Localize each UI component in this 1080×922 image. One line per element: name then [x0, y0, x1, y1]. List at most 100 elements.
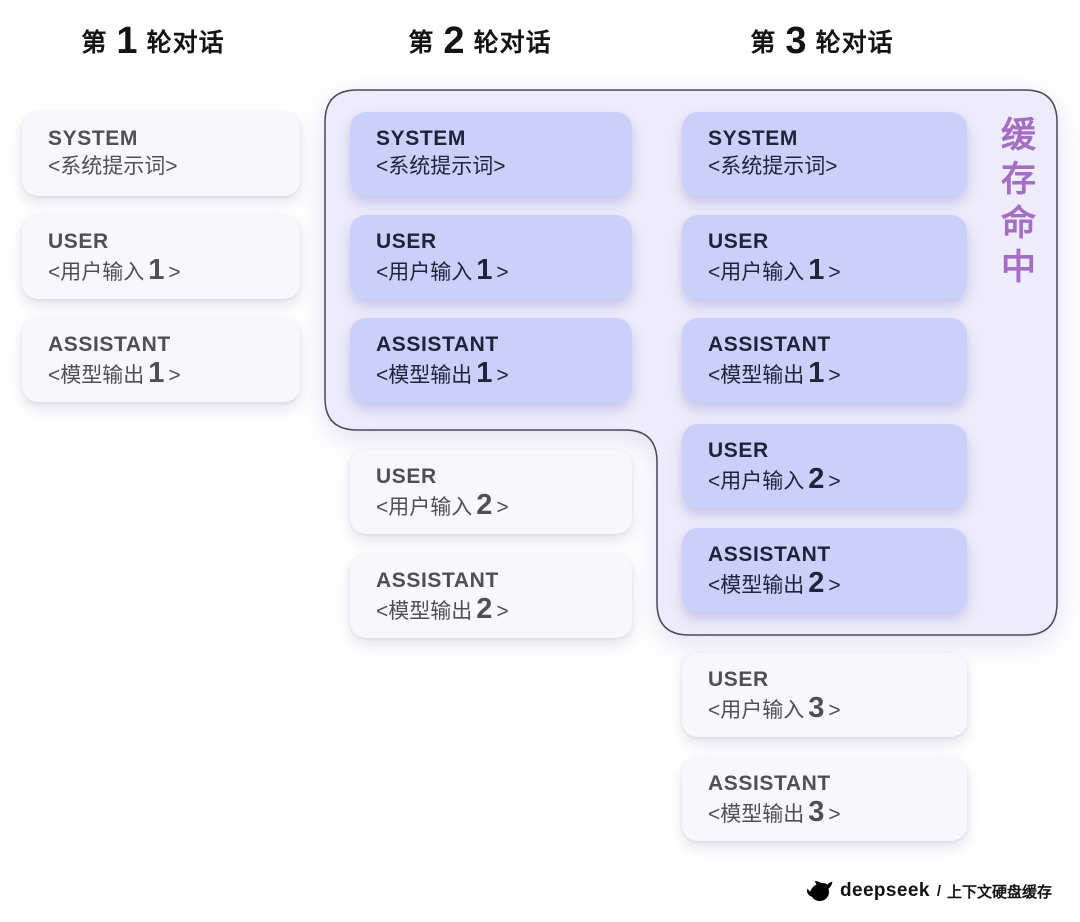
- text-pre: <用户输入: [708, 699, 805, 722]
- text-pre: <模型输出: [376, 364, 473, 387]
- role-label: SYSTEM: [376, 127, 466, 150]
- turn-number: 2: [476, 593, 493, 625]
- role-label: ASSISTANT: [708, 772, 831, 795]
- footer-brand: deepseek / 上下文硬盘缓存: [807, 876, 1052, 906]
- deepseek-whale-icon: [807, 881, 833, 901]
- turn-number: 2: [808, 463, 825, 495]
- role-label: ASSISTANT: [376, 569, 499, 592]
- text-pre: <模型输出: [708, 803, 805, 826]
- turn-number: 2: [808, 567, 825, 599]
- turn-number: 1: [808, 254, 825, 286]
- message-placeholder: <系统提示词>: [708, 152, 967, 182]
- turn-number: 1: [808, 357, 825, 389]
- role-label: USER: [708, 668, 769, 691]
- text-post: >: [828, 699, 841, 722]
- text-pre: <模型输出: [708, 364, 805, 387]
- text-post: >: [828, 364, 841, 387]
- text-pre: <系统提示词>: [48, 155, 178, 178]
- turn-number: 3: [808, 692, 825, 724]
- cache-hit-label: 缓存命中: [996, 116, 1035, 292]
- turn-number: 1: [476, 254, 493, 286]
- header-text: 第: [81, 29, 108, 57]
- text-post: >: [496, 261, 509, 284]
- text-pre: <系统提示词>: [708, 155, 838, 178]
- text-post: >: [828, 803, 841, 826]
- text-pre: <模型输出: [708, 574, 805, 597]
- text-post: >: [828, 470, 841, 493]
- turn-number: 1: [148, 357, 165, 389]
- text-pre: <模型输出: [376, 600, 473, 623]
- separator: /: [936, 882, 941, 900]
- round2-system-card-cached: SYSTEM <系统提示词>: [350, 112, 632, 196]
- text-post: >: [496, 600, 509, 623]
- text-post: >: [496, 496, 509, 519]
- text-post: >: [168, 261, 181, 284]
- role-label: USER: [708, 230, 769, 253]
- role-label: USER: [48, 230, 109, 253]
- role-label: USER: [376, 465, 437, 488]
- caption-text: 上下文硬盘缓存: [946, 883, 1052, 901]
- round1-system-card: SYSTEM <系统提示词>: [22, 112, 300, 196]
- text-pre: <用户输入: [708, 261, 805, 284]
- text-pre: <用户输入: [708, 470, 805, 493]
- round-number: 2: [443, 20, 465, 62]
- role-label: USER: [708, 439, 769, 462]
- header-text: 第: [750, 29, 777, 57]
- text-pre: <用户输入: [376, 496, 473, 519]
- text-pre: <模型输出: [48, 364, 145, 387]
- header-text: 第: [408, 29, 435, 57]
- role-label: USER: [376, 230, 437, 253]
- header-text: 轮对话: [815, 29, 894, 57]
- turn-number: 1: [148, 254, 165, 286]
- turn-number: 1: [476, 357, 493, 389]
- text-pre: <用户输入: [48, 261, 145, 284]
- round3-system-card-cached: SYSTEM <系统提示词>: [682, 112, 967, 196]
- text-pre: <用户输入: [376, 261, 473, 284]
- role-label: SYSTEM: [708, 127, 798, 150]
- round-number: 1: [116, 20, 138, 62]
- header-text: 轮对话: [146, 29, 225, 57]
- turn-number: 2: [476, 489, 493, 521]
- text-post: >: [828, 574, 841, 597]
- header-text: 轮对话: [473, 29, 552, 57]
- role-label: ASSISTANT: [48, 333, 171, 356]
- message-placeholder: <系统提示词>: [48, 152, 300, 182]
- text-post: >: [496, 364, 509, 387]
- footer-caption: / 上下文硬盘缓存: [937, 881, 1052, 902]
- role-label: SYSTEM: [48, 127, 138, 150]
- role-label: ASSISTANT: [708, 543, 831, 566]
- brand-wordmark: deepseek: [839, 880, 930, 901]
- role-label: ASSISTANT: [708, 333, 831, 356]
- text-post: >: [828, 261, 841, 284]
- turn-number: 3: [808, 796, 825, 828]
- role-label: ASSISTANT: [376, 333, 499, 356]
- text-pre: <系统提示词>: [376, 155, 506, 178]
- message-placeholder: <系统提示词>: [376, 152, 632, 182]
